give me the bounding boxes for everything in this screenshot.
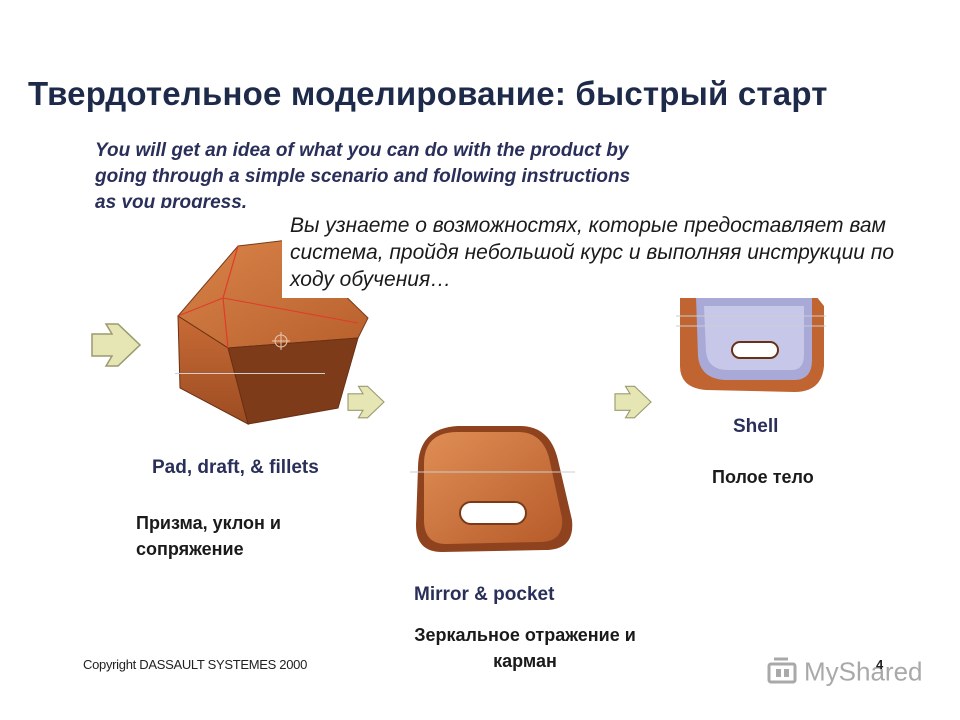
slide-title: Твердотельное моделирование: быстрый ста… [28, 75, 828, 112]
guide-line [175, 373, 325, 374]
arrow-right-icon [614, 385, 652, 419]
watermark: MyShared [766, 655, 923, 688]
step-mirror-label-ru: Зеркальное отражение и карман [414, 625, 636, 671]
step-shell-label: Shell [733, 416, 779, 437]
arrow-right-icon [347, 385, 385, 419]
watermark-text: MyShared [804, 656, 923, 687]
myshared-logo-icon [767, 657, 797, 684]
arrow-right-icon [91, 323, 142, 367]
mirror-pocket-part-icon [410, 426, 575, 552]
intro-text-russian: Вы узнаете о возможностях, которые предо… [282, 208, 922, 298]
pad-part-icon [177, 239, 369, 425]
step-pad-label: Pad, draft, & fillets [152, 457, 319, 478]
step-pad-label-ru: Призма, уклон и сопряжение [136, 513, 281, 559]
step-shell-label-ru: Полое тело [712, 467, 814, 487]
shell-part-icon [676, 296, 826, 392]
intro-text-english: You will get an idea of what you can do … [95, 140, 631, 208]
page-number: 4 [876, 657, 884, 672]
copyright-text: Copyright DASSAULT SYSTEMES 2000 [83, 657, 308, 672]
step-mirror-label: Mirror & pocket [414, 584, 555, 605]
